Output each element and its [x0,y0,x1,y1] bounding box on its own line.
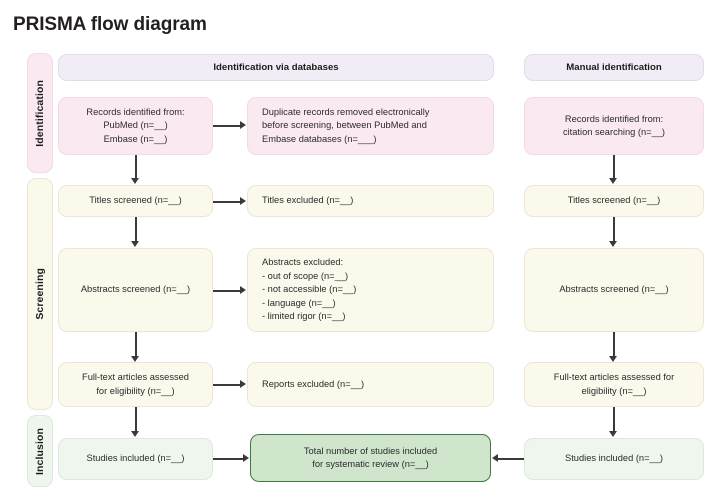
arrowhead-fulltext-to-studies-manual [609,431,617,437]
box-records-identified-databases: Records identified from: PubMed (n=__) E… [58,97,213,155]
connector-abstracts-to-fulltext-db [135,332,137,359]
arrowhead-abstracts-to-excluded [240,286,246,294]
connector-fulltext-to-studies-db [135,407,137,434]
box-total-studies-included: Total number of studies included for sys… [250,434,491,482]
arrowhead-studies-db-to-total [243,454,249,462]
box-titles-screened-manual: Titles screened (n=__) [524,185,704,217]
box-duplicates-removed: Duplicate records removed electronically… [247,97,494,155]
arrowhead-abstracts-to-fulltext-manual [609,356,617,362]
arrowhead-records-to-titles-manual [609,178,617,184]
box-abstracts-screened-databases: Abstracts screened (n=__) [58,248,213,332]
column-header-databases: Identification via databases [58,54,494,81]
box-fulltext-databases: Full-text articles assessed for eligibil… [58,362,213,407]
connector-studies-db-to-total [213,458,244,460]
arrowhead-studies-manual-to-total [492,454,498,462]
arrowhead-titles-to-abstracts-db [131,241,139,247]
box-records-identified-manual: Records identified from: citation search… [524,97,704,155]
box-abstracts-screened-manual: Abstracts screened (n=__) [524,248,704,332]
box-titles-screened-databases: Titles screened (n=__) [58,185,213,217]
connector-studies-manual-to-total [497,458,524,460]
arrowhead-titles-to-abstracts-manual [609,241,617,247]
box-studies-included-manual: Studies included (n=__) [524,438,704,480]
arrowhead-titles-to-excluded [240,197,246,205]
box-studies-included-databases: Studies included (n=__) [58,438,213,480]
box-fulltext-manual: Full-text articles assessed for eligibil… [524,362,704,407]
page-title: PRISMA flow diagram [13,14,207,35]
phase-label-screening: Screening [27,178,53,410]
connector-titles-to-abstracts-db [135,217,137,244]
connector-abstracts-to-fulltext-manual [613,332,615,359]
arrowhead-abstracts-to-fulltext-db [131,356,139,362]
connector-records-to-duplicates [213,125,241,127]
connector-abstracts-to-excluded [213,290,241,292]
phase-label-inclusion-text: Inclusion [34,427,46,475]
arrowhead-records-to-titles-db [131,178,139,184]
phase-label-identification: Identification [27,53,53,173]
arrowhead-fulltext-to-studies-db [131,431,139,437]
arrowhead-fulltext-to-reports-excluded [240,380,246,388]
connector-fulltext-to-studies-manual [613,407,615,434]
connector-titles-to-abstracts-manual [613,217,615,244]
box-titles-excluded: Titles excluded (n=__) [247,185,494,217]
column-header-manual: Manual identification [524,54,704,81]
connector-records-to-titles-manual [613,155,615,181]
arrowhead-records-to-duplicates [240,121,246,129]
box-abstracts-excluded: Abstracts excluded: - out of scope (n=__… [247,248,494,332]
phase-label-identification-text: Identification [34,79,46,147]
phase-label-screening-text: Screening [34,268,46,320]
connector-fulltext-to-reports-excluded [213,384,241,386]
phase-label-inclusion: Inclusion [27,415,53,487]
box-reports-excluded: Reports excluded (n=__) [247,362,494,407]
connector-records-to-titles-db [135,155,137,181]
connector-titles-to-excluded [213,201,241,203]
